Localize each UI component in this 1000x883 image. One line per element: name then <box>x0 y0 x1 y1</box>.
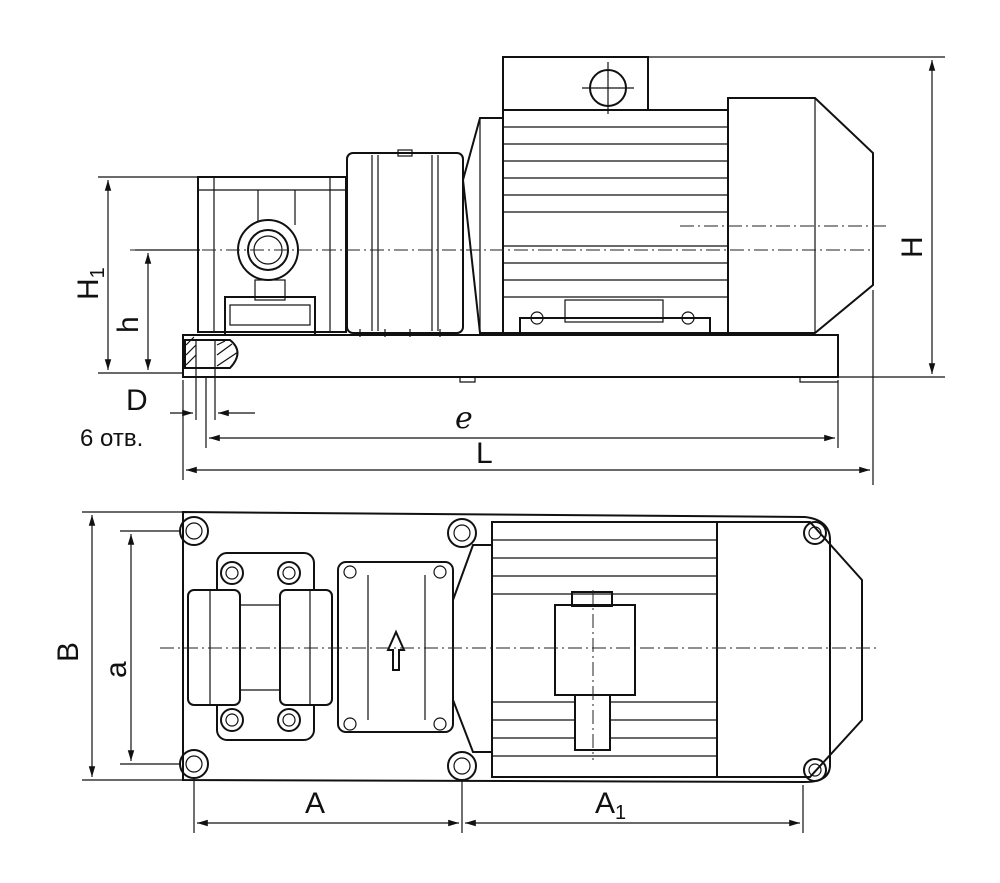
base-holes <box>179 516 827 782</box>
dim-B-label: B <box>52 642 85 662</box>
pump-foot <box>224 296 316 336</box>
fan-cover <box>727 97 874 334</box>
dim-e-label: e <box>455 401 473 436</box>
terminal-box-top <box>554 604 636 696</box>
top-view <box>160 510 880 784</box>
mounting-hole-section <box>184 336 239 376</box>
dim-h-label: h <box>112 316 145 333</box>
dim-H1-label: H1 <box>72 267 109 300</box>
coupling-side <box>346 149 464 337</box>
electric-motor-side <box>461 56 874 336</box>
top-view-dimensions: B a A A1 <box>52 511 804 833</box>
dim-A1-label: A1 <box>595 787 626 824</box>
dim-A-label: A <box>305 787 325 820</box>
base-plate <box>182 510 831 784</box>
fan-cover-top <box>716 521 863 778</box>
electric-motor-top <box>452 521 863 778</box>
rotation-arrow-icon <box>386 629 406 671</box>
holes-count-label: 6 отв. <box>80 425 143 452</box>
side-view <box>130 56 890 383</box>
pump-top <box>187 552 333 741</box>
pump-body <box>197 176 347 336</box>
coupling-top <box>337 561 454 733</box>
base-frame <box>182 334 839 378</box>
dim-L-label: L <box>476 437 493 470</box>
side-view-dimensions: H1 h H D 6 отв. e L <box>72 56 945 485</box>
dim-a-label: a <box>100 661 133 678</box>
terminal-box <box>502 56 649 111</box>
dim-H-label: H <box>896 236 929 258</box>
motor-feet <box>519 317 711 336</box>
dim-D-label: D <box>126 384 148 417</box>
